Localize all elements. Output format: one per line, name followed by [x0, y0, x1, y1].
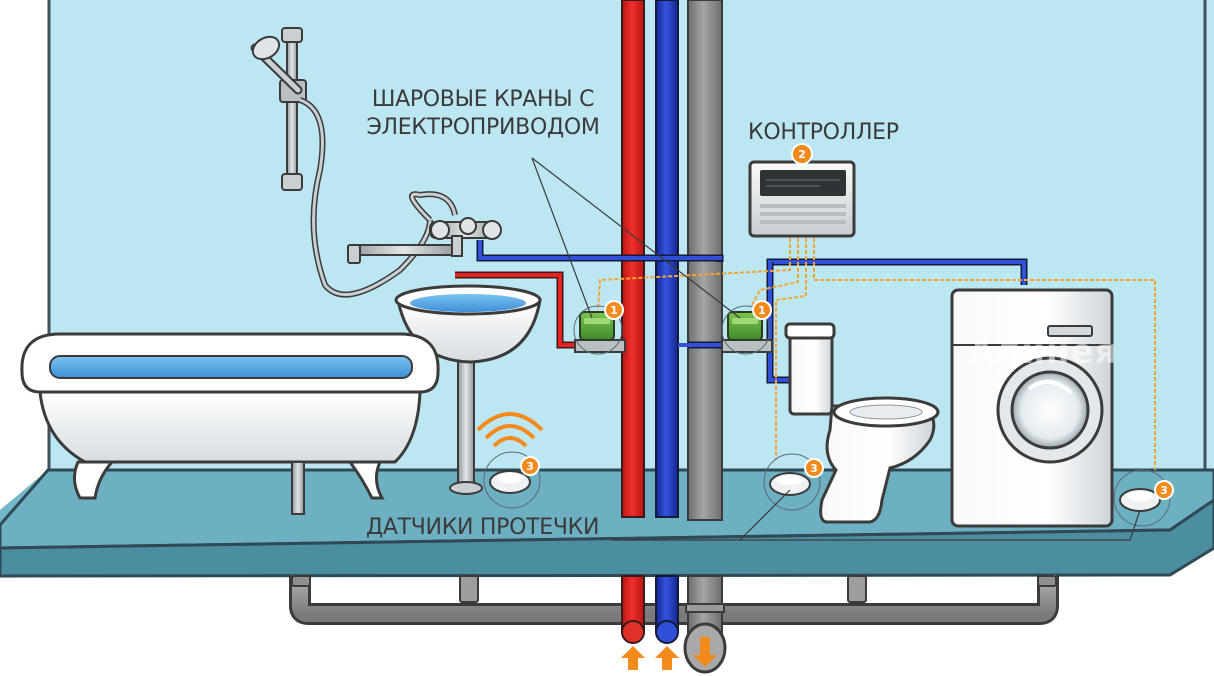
washing-machine [950, 288, 1114, 528]
valve-badge: 1 [758, 304, 766, 317]
flow-arrows [621, 637, 717, 670]
sensor-badge: 3 [1160, 484, 1168, 497]
shower-set [250, 27, 458, 298]
signal-wires [597, 238, 1156, 470]
valves-label-line2: ЭЛЕКТРОПРИВОДОМ [366, 115, 600, 140]
floor-front [0, 498, 1214, 578]
wireless-signal-icon [492, 436, 528, 448]
sensors-label: ДАТЧИКИ ПРОТЕЧКИ [366, 515, 600, 540]
arrow-up-icon [621, 646, 645, 670]
leak-sensor-basin: 3 [476, 412, 544, 509]
bath-mixer [347, 217, 502, 264]
shower-head-icon [251, 35, 281, 61]
valve-badge: 1 [610, 304, 618, 317]
valves-label: ШАРОВЫЕ КРАНЫ С ЭЛЕКТРОПРИВОДОМ [352, 86, 614, 142]
ball-valve-cold: 1 [721, 300, 773, 355]
bathtub [20, 332, 440, 515]
leader-lines [531, 157, 1141, 541]
leak-sensor-toilet: 3 [763, 453, 824, 511]
leak-sensor-washer: 3 [1113, 469, 1174, 527]
sensor-badge: 3 [526, 460, 534, 473]
watermark-logo: Алинея [968, 332, 1118, 372]
ball-valve-hot: 1 [573, 300, 626, 355]
arrow-up-icon [655, 646, 679, 670]
arrow-down-icon [693, 637, 717, 667]
sensor-badge: 3 [810, 462, 818, 475]
controller-unit: 2 [748, 143, 856, 238]
toilet [784, 322, 940, 524]
controller-badge: 2 [798, 148, 806, 161]
controller-label: КОНТРОЛЛЕР [748, 120, 899, 145]
valves-label-line1: ШАРОВЫЕ КРАНЫ С [371, 87, 595, 112]
